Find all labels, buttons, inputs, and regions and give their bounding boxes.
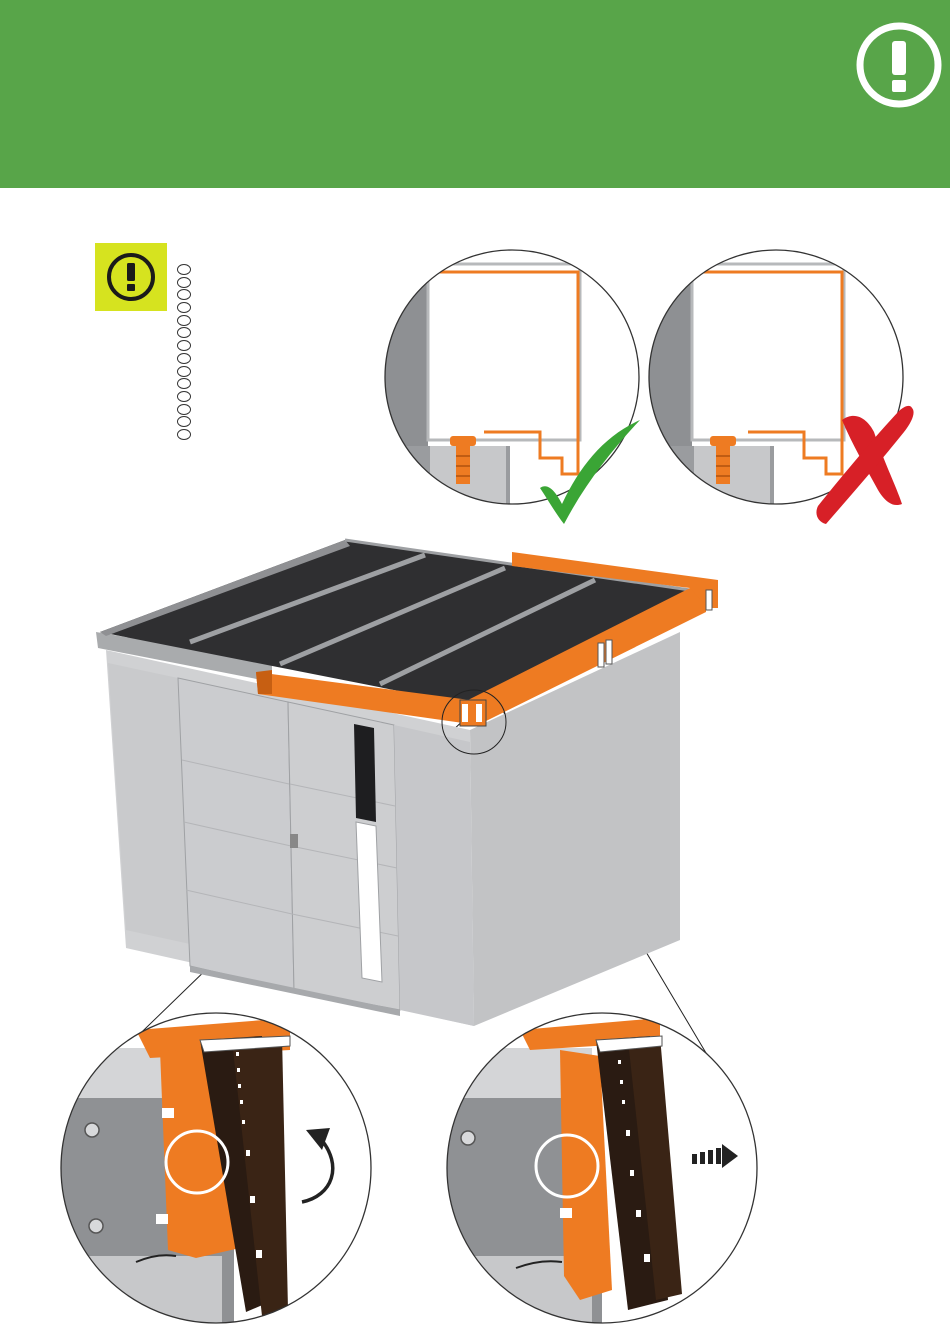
detail-correct-fit: [380, 245, 650, 524]
detail-slide-step: [442, 1008, 762, 1338]
garden-shed: [96, 540, 718, 1026]
door-handle: [290, 834, 298, 848]
detail-incorrect-fit: [644, 245, 914, 524]
detail-rotate-step: [56, 1008, 376, 1338]
